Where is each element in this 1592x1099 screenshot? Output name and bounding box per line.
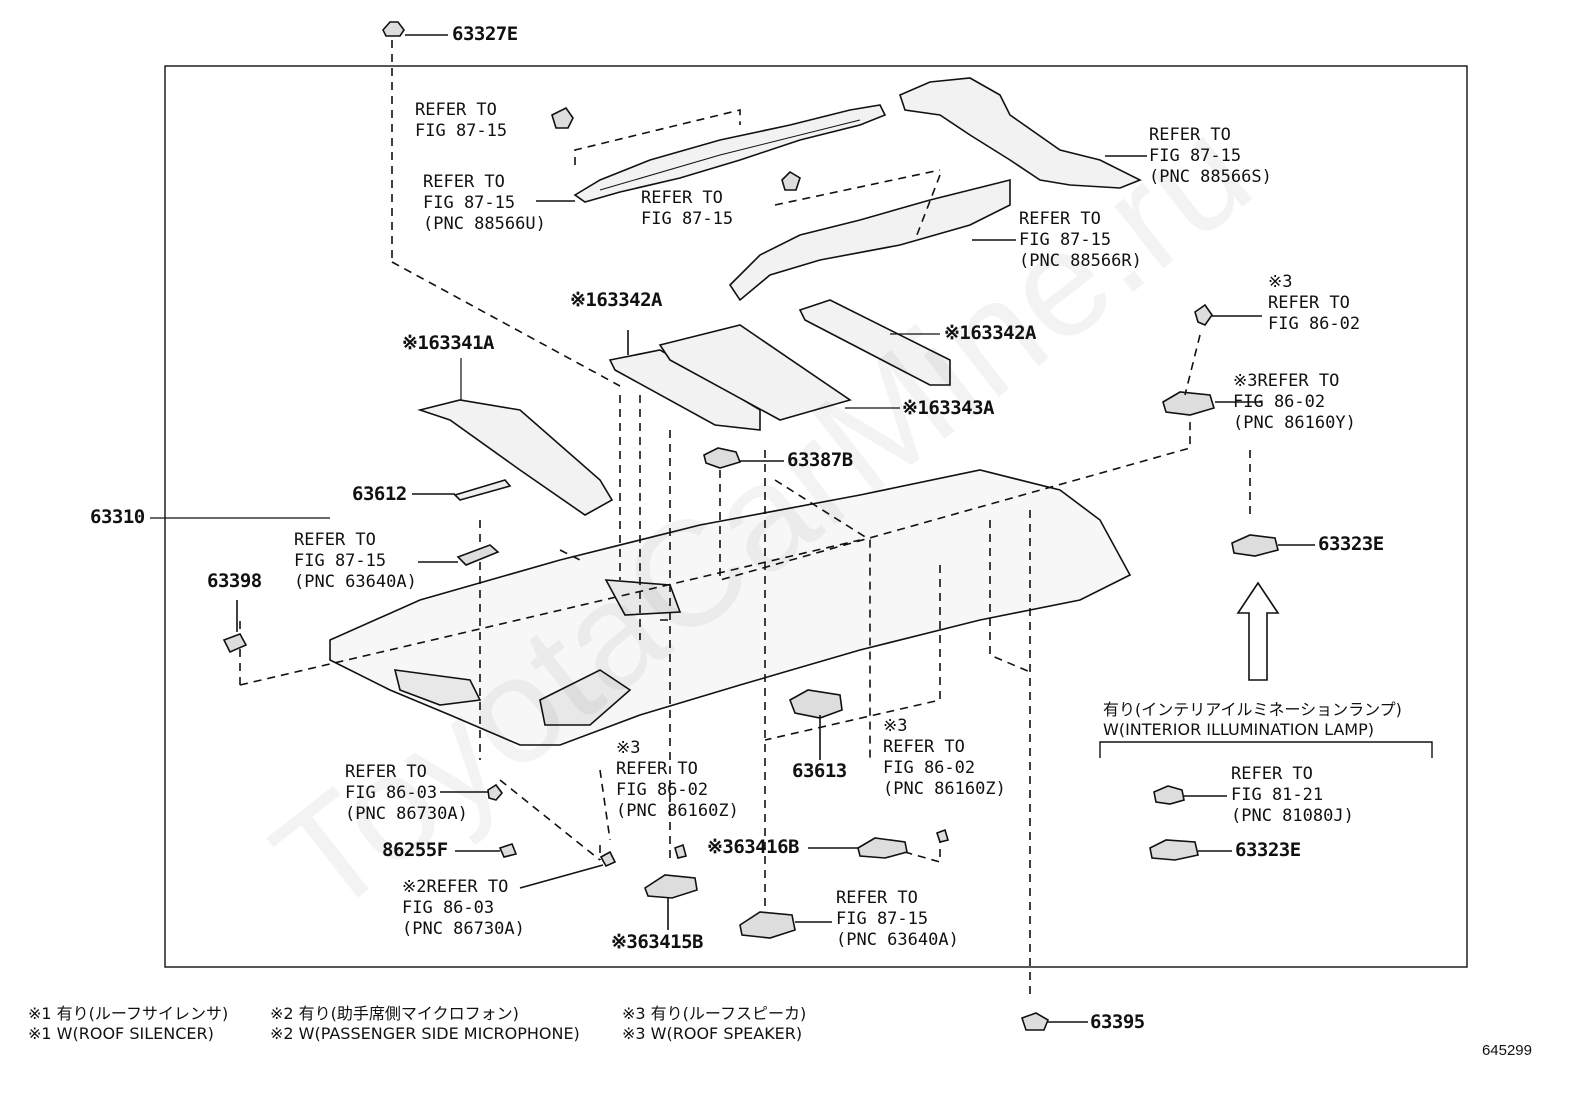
note-3-en: ※3 W(ROOF SPEAKER) (622, 1024, 803, 1043)
mic-63613 (789, 689, 843, 719)
clip-63327E (382, 21, 448, 37)
bracket-63640A-bottom (739, 911, 796, 939)
note-1-jp: ※1 有り(ルーフサイレンサ) (28, 1004, 229, 1023)
ref-fig-86-02-a: ※3 REFER TO FIG 86-02 (1268, 272, 1361, 334)
ref-fig-87-15-63640A-a: REFER TO FIG 87-15 (PNC 63640A) (294, 530, 417, 592)
part-63327E: 63327E (452, 23, 518, 45)
part-63310: 63310 (90, 506, 145, 528)
ref-fig-87-15-b: REFER TO FIG 87-15 (641, 188, 734, 229)
lamp-63323E-box (1149, 839, 1199, 861)
duct-88566S (899, 77, 1142, 189)
option-box-bracket (1099, 741, 1433, 758)
silencer-63342A-left (608, 349, 761, 431)
duct-88566U (573, 104, 887, 203)
part-63342A-right: ※163342A (944, 322, 1037, 344)
part-63398: 63398 (207, 570, 262, 592)
part-63323E-box: 63323E (1235, 839, 1301, 861)
ref-fig-87-15-a: REFER TO FIG 87-15 (415, 100, 508, 141)
ref-fig-87-15-63640A-b: REFER TO FIG 87-15 (PNC 63640A) (836, 888, 959, 950)
ref-fig-86-02-86160Y: ※3REFER TO FIG 86-02 (PNC 86160Y) (1233, 371, 1356, 433)
ref-fig-87-15-88566R: REFER TO FIG 87-15 (PNC 88566R) (1019, 209, 1142, 271)
part-63323E-top: 63323E (1318, 533, 1384, 555)
part-63416B: ※363416B (707, 836, 800, 858)
ref-fig-81-21-81080J: REFER TO FIG 81-21 (PNC 81080J) (1231, 764, 1354, 826)
part-63343A: ※163343A (902, 397, 995, 419)
pad-86255F (498, 843, 518, 858)
part-86255F: 86255F (382, 839, 448, 861)
ref-fig-86-02-86160Z-a: ※3 REFER TO FIG 86-02 (PNC 86160Z) (616, 738, 739, 821)
silencer-63341A (417, 399, 614, 516)
clip-63327E-small (551, 106, 574, 129)
duct-88566R (728, 178, 1011, 302)
note-2-jp: ※2 有り(助手席側マイクロフォン) (270, 1004, 519, 1023)
note-3-jp: ※3 有り(ルーフスピーカ) (622, 1004, 807, 1023)
document-id: 645299 (1481, 1042, 1532, 1059)
note-1-en: ※1 W(ROOF SILENCER) (28, 1024, 214, 1043)
bracket-63640A (456, 544, 500, 566)
speaker-86160Y (1162, 391, 1216, 416)
up-arrow (1236, 581, 1280, 681)
speaker-63415B (644, 874, 698, 899)
speaker-63416B (857, 837, 908, 859)
ref-fig-87-15-88566S: REFER TO FIG 87-15 (PNC 88566S) (1149, 125, 1272, 187)
part-63395: 63395 (1090, 1011, 1145, 1033)
diagram-frame (164, 65, 1468, 968)
silencer-63342A-right (798, 299, 951, 386)
part-63341A: ※163341A (402, 332, 495, 354)
option-caption-en: W(INTERIOR ILLUMINATION LAMP) (1103, 720, 1374, 739)
note-2-en: ※2 W(PASSENGER SIDE MICROPHONE) (270, 1024, 580, 1043)
ref-fig-86-03-86730A-b: ※2REFER TO FIG 86-03 (PNC 86730A) (402, 877, 525, 939)
ref-fig-86-03-86730A-a: REFER TO FIG 86-03 (PNC 86730A) (345, 762, 468, 824)
option-caption-jp: 有り(インテリアイルミネーションランプ) (1103, 700, 1402, 719)
part-63612: 63612 (352, 483, 407, 505)
pad-63398 (222, 633, 248, 654)
part-63342A-left: ※163342A (570, 289, 663, 311)
clip-63387B (703, 447, 742, 469)
part-63415B: ※363415B (611, 931, 704, 953)
ref-fig-87-15-88566U: REFER TO FIG 87-15 (PNC 88566U) (423, 172, 546, 234)
part-63613: 63613 (792, 760, 847, 782)
clip-63395 (1020, 1012, 1049, 1031)
silencer-63343A (658, 324, 852, 421)
ref-fig-86-02-86160Z-b: ※3 REFER TO FIG 86-02 (PNC 86160Z) (883, 716, 1006, 799)
lamp-81080J (1153, 785, 1185, 805)
part-63387B: 63387B (787, 449, 853, 471)
strip-63612 (453, 479, 512, 501)
lamp-63323E (1231, 534, 1279, 557)
